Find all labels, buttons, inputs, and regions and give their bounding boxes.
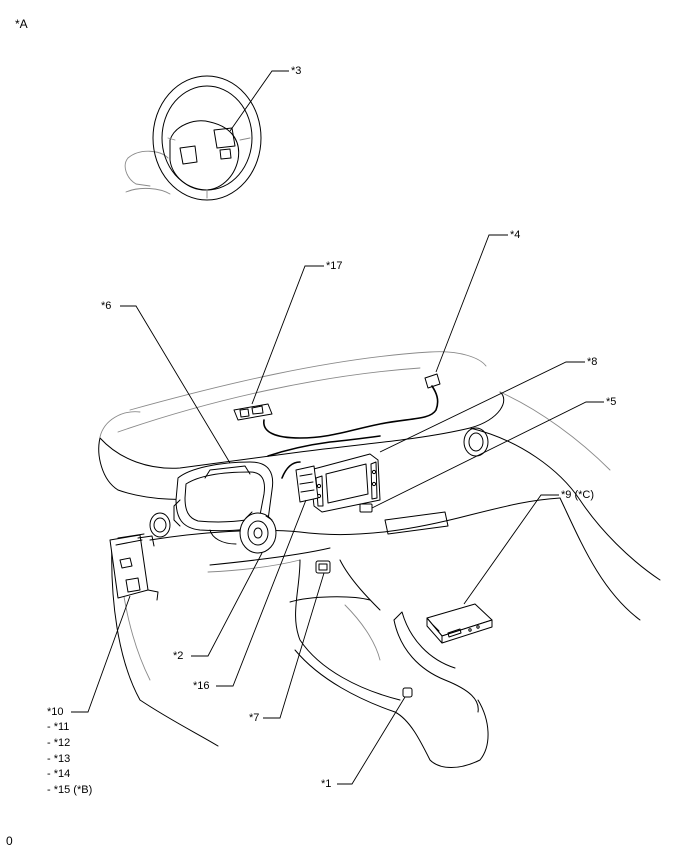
steering-wheel-illustration bbox=[124, 75, 262, 201]
callout-10: *10 bbox=[47, 706, 64, 718]
callout-3: *3 bbox=[291, 65, 302, 77]
callout-2: *2 bbox=[173, 650, 184, 662]
ecu-module bbox=[109, 533, 159, 601]
callout-5: *5 bbox=[606, 396, 617, 408]
view-label: *A bbox=[15, 17, 28, 31]
callout-1: *1 bbox=[321, 778, 332, 790]
wire-harness-lower bbox=[267, 435, 381, 457]
sub-item-12: - *12 bbox=[47, 737, 71, 749]
top-center-module bbox=[233, 403, 273, 421]
wire-harness-upper bbox=[263, 385, 439, 439]
callout-7: *7 bbox=[249, 712, 260, 724]
callout-4: *4 bbox=[510, 229, 521, 241]
roof-sensor bbox=[424, 373, 441, 389]
radio-receiver-display bbox=[309, 453, 381, 513]
sub-item-14: - *14 bbox=[47, 768, 71, 780]
callout-6: *6 bbox=[101, 300, 112, 312]
callout-17: *17 bbox=[326, 260, 343, 272]
sub-item-13: - *13 bbox=[47, 753, 71, 765]
steering-column bbox=[209, 529, 237, 545]
callout-8: *8 bbox=[587, 356, 598, 368]
sub-item-15: - *15 (*B) bbox=[47, 784, 93, 796]
dashboard-illustration bbox=[98, 351, 661, 768]
sub-item-11: - *11 bbox=[47, 721, 70, 733]
wire-harness-branch bbox=[281, 461, 301, 479]
footer-code: 0 bbox=[6, 834, 13, 848]
callout-9: *9 (*C) bbox=[561, 489, 595, 501]
separate-unit-box bbox=[426, 603, 493, 644]
radio-bracket bbox=[295, 465, 319, 503]
callout-16: *16 bbox=[193, 680, 210, 692]
spiral-cable bbox=[239, 511, 277, 554]
usb-port bbox=[359, 503, 373, 513]
leader-lines bbox=[71, 70, 604, 785]
